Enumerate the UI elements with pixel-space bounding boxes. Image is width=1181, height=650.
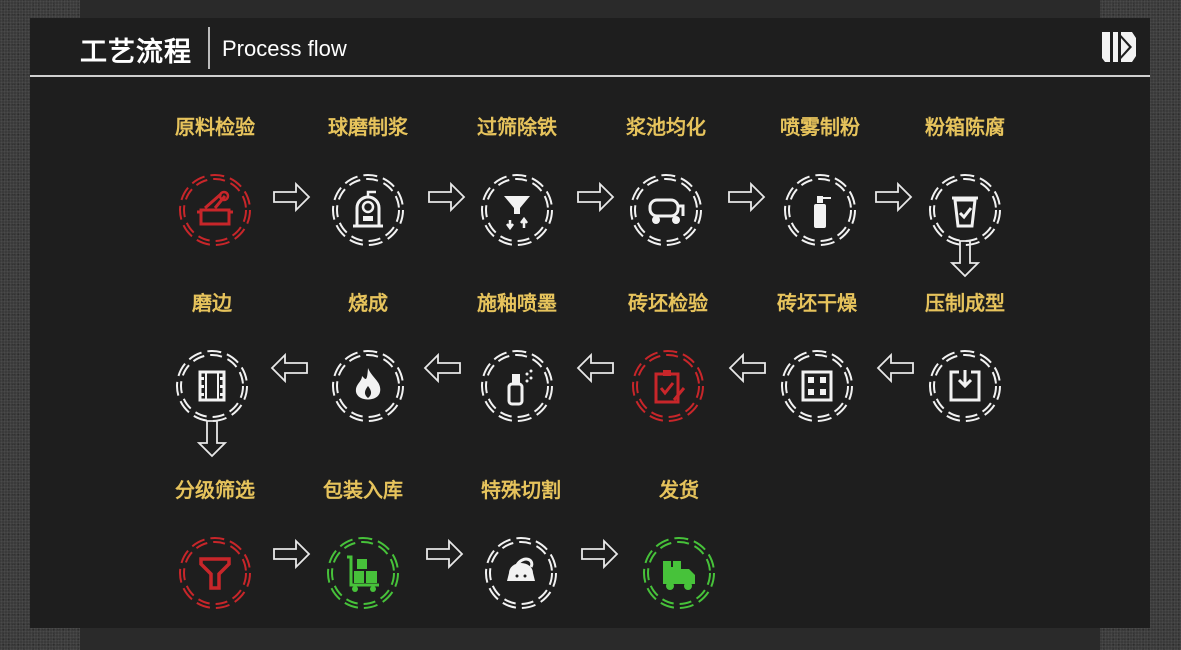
funnel-sieve-icon xyxy=(504,196,530,231)
process-step: 砖坯检验 xyxy=(608,289,728,425)
step-ring xyxy=(627,171,705,249)
flow-arrow-right-icon xyxy=(426,538,464,570)
flow-arrow-right-icon xyxy=(273,538,311,570)
header-rule xyxy=(30,75,1150,77)
delivery-truck-icon xyxy=(663,561,695,590)
step-ring xyxy=(926,347,1004,425)
process-step: 烧成 xyxy=(308,289,428,425)
filter-icon xyxy=(199,557,231,590)
process-step: 过筛除铁 xyxy=(457,113,577,249)
step-label: 施釉喷墨 xyxy=(477,291,557,315)
spray-bottle-icon xyxy=(507,369,533,406)
step-label: 烧成 xyxy=(348,291,388,315)
process-step: 浆池均化 xyxy=(606,113,726,249)
press-down-icon xyxy=(949,370,981,402)
process-step: 压制成型 xyxy=(905,289,1025,425)
step-label: 原料检验 xyxy=(175,115,255,139)
process-step: 原料检验 xyxy=(155,113,275,249)
brand-logo-icon xyxy=(1102,32,1136,62)
flow-arrow-down-icon xyxy=(196,420,228,458)
step-label: 喷雾制粉 xyxy=(780,115,860,139)
step-ring xyxy=(926,171,1004,249)
step-label: 特殊切割 xyxy=(481,478,561,502)
flow-arrow-right-icon xyxy=(581,538,619,570)
step-ring xyxy=(329,347,407,425)
step-label: 粉箱陈腐 xyxy=(925,115,1005,139)
pot-icon xyxy=(197,190,233,226)
spray-can-icon xyxy=(814,196,831,228)
clipboard-check-icon xyxy=(654,370,686,404)
bin-check-icon xyxy=(952,196,978,228)
step-label: 分级筛选 xyxy=(175,478,255,502)
flow-arrow-right-icon xyxy=(428,181,466,213)
film-edge-icon xyxy=(198,370,226,402)
flow-arrow-left-icon xyxy=(423,352,461,384)
flow-arrow-down-icon xyxy=(949,240,981,278)
step-label: 过筛除铁 xyxy=(477,115,557,139)
page-title: 工艺流程 xyxy=(80,37,192,68)
step-label: 压制成型 xyxy=(925,291,1005,315)
process-step: 分级筛选 xyxy=(155,476,275,612)
step-ring xyxy=(629,347,707,425)
content-panel xyxy=(30,18,1150,628)
step-label: 发货 xyxy=(659,478,699,502)
flow-arrow-left-icon xyxy=(576,352,614,384)
step-label: 包装入库 xyxy=(323,478,403,502)
flow-arrow-left-icon xyxy=(728,352,766,384)
page-subtitle: Process flow xyxy=(222,36,347,61)
step-label: 球磨制浆 xyxy=(328,115,408,139)
process-step: 球磨制浆 xyxy=(308,113,428,249)
process-step: 发货 xyxy=(619,476,739,612)
process-step: 粉箱陈腐 xyxy=(905,113,1025,249)
step-ring xyxy=(781,171,859,249)
flow-arrow-left-icon xyxy=(270,352,308,384)
fire-icon xyxy=(355,368,381,400)
step-label: 砖坯检验 xyxy=(628,291,708,315)
process-step: 磨边 xyxy=(152,289,272,425)
flow-arrow-right-icon xyxy=(875,181,913,213)
ball-mill-icon xyxy=(353,190,383,228)
flow-arrow-right-icon xyxy=(577,181,615,213)
process-step: 特殊切割 xyxy=(461,476,581,612)
step-ring xyxy=(329,171,407,249)
title-divider xyxy=(208,27,210,69)
step-label: 磨边 xyxy=(192,291,232,315)
flow-arrow-right-icon xyxy=(728,181,766,213)
boxes-cart-icon xyxy=(347,555,379,592)
flow-arrow-left-icon xyxy=(876,352,914,384)
step-ring xyxy=(324,534,402,612)
step-ring xyxy=(778,347,856,425)
step-ring xyxy=(478,171,556,249)
flow-arrow-right-icon xyxy=(273,181,311,213)
step-ring xyxy=(482,534,560,612)
tile-grid-icon xyxy=(801,370,833,402)
step-label: 浆池均化 xyxy=(626,115,706,139)
step-ring xyxy=(640,534,718,612)
process-step: 包装入库 xyxy=(303,476,423,612)
process-step: 施釉喷墨 xyxy=(457,289,577,425)
process-step: 砖坯干燥 xyxy=(757,289,877,425)
step-label: 砖坯干燥 xyxy=(777,291,857,315)
step-ring xyxy=(176,171,254,249)
saw-icon xyxy=(507,557,535,581)
step-ring xyxy=(478,347,556,425)
tank-truck-icon xyxy=(648,198,685,224)
process-step: 喷雾制粉 xyxy=(760,113,880,249)
step-ring xyxy=(176,534,254,612)
step-ring xyxy=(173,347,251,425)
